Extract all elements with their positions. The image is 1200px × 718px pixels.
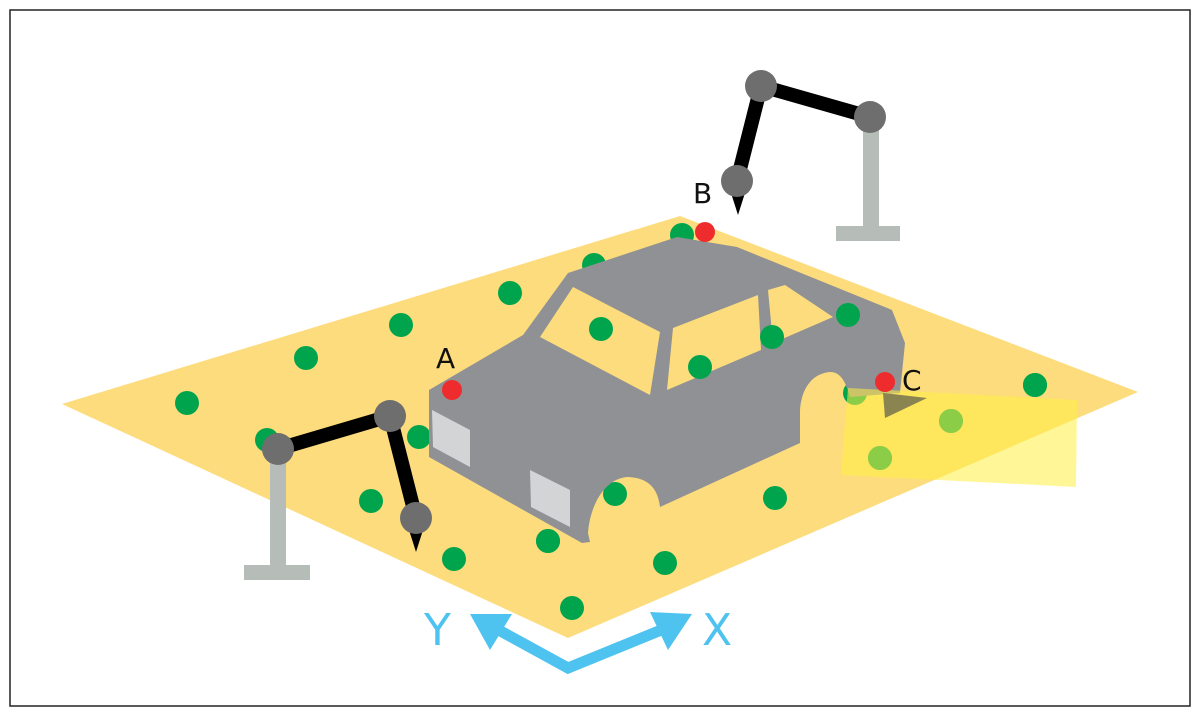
target-dot: [836, 303, 860, 327]
point-a: [442, 380, 462, 400]
robot-base: [244, 565, 310, 580]
target-dot: [589, 317, 613, 341]
target-dot: [688, 355, 712, 379]
windshield: [540, 287, 660, 395]
tool-tip-icon: [409, 530, 423, 552]
target-dot: [498, 281, 522, 305]
robot-joint: [854, 101, 886, 133]
target-dot: [560, 596, 584, 620]
target-dot: [175, 391, 199, 415]
target-dot: [763, 486, 787, 510]
robot-joint: [374, 400, 406, 432]
shadow-under-c: [883, 393, 927, 418]
label-c: C: [902, 364, 922, 397]
robot-arm-right: [721, 70, 900, 241]
target-dot: [653, 551, 677, 575]
robot-arm-left: [244, 400, 432, 580]
robot-joint: [400, 502, 432, 534]
robot-joint: [745, 70, 777, 102]
label-a: A: [436, 342, 455, 375]
label-b: B: [693, 177, 712, 210]
target-dot: [359, 489, 383, 513]
axis-arrows: Y X: [423, 605, 732, 675]
robot-stand: [863, 125, 879, 230]
axis-label-x: X: [702, 605, 732, 656]
target-dot: [536, 529, 560, 553]
robot-joint: [262, 433, 294, 465]
target-dot: [760, 325, 784, 349]
point-c: [875, 372, 895, 392]
headlight-right: [530, 470, 570, 527]
target-dot: [407, 425, 431, 449]
axis-label-y: Y: [423, 605, 451, 656]
y-arrowhead-icon: [470, 614, 512, 650]
target-dot: [294, 346, 318, 370]
robot-joint: [721, 165, 753, 197]
target-dot: [389, 313, 413, 337]
robot-stand: [270, 455, 286, 567]
target-dot: [1023, 373, 1047, 397]
headlight-left: [432, 410, 470, 467]
target-dot: [442, 547, 466, 571]
x-arrowhead-icon: [650, 612, 692, 650]
side-window-rear: [768, 285, 833, 343]
tool-tip-icon: [731, 193, 745, 215]
point-b: [695, 222, 715, 242]
target-dot: [603, 482, 627, 506]
highlight-region: [841, 388, 1077, 487]
robot-base: [836, 226, 900, 241]
